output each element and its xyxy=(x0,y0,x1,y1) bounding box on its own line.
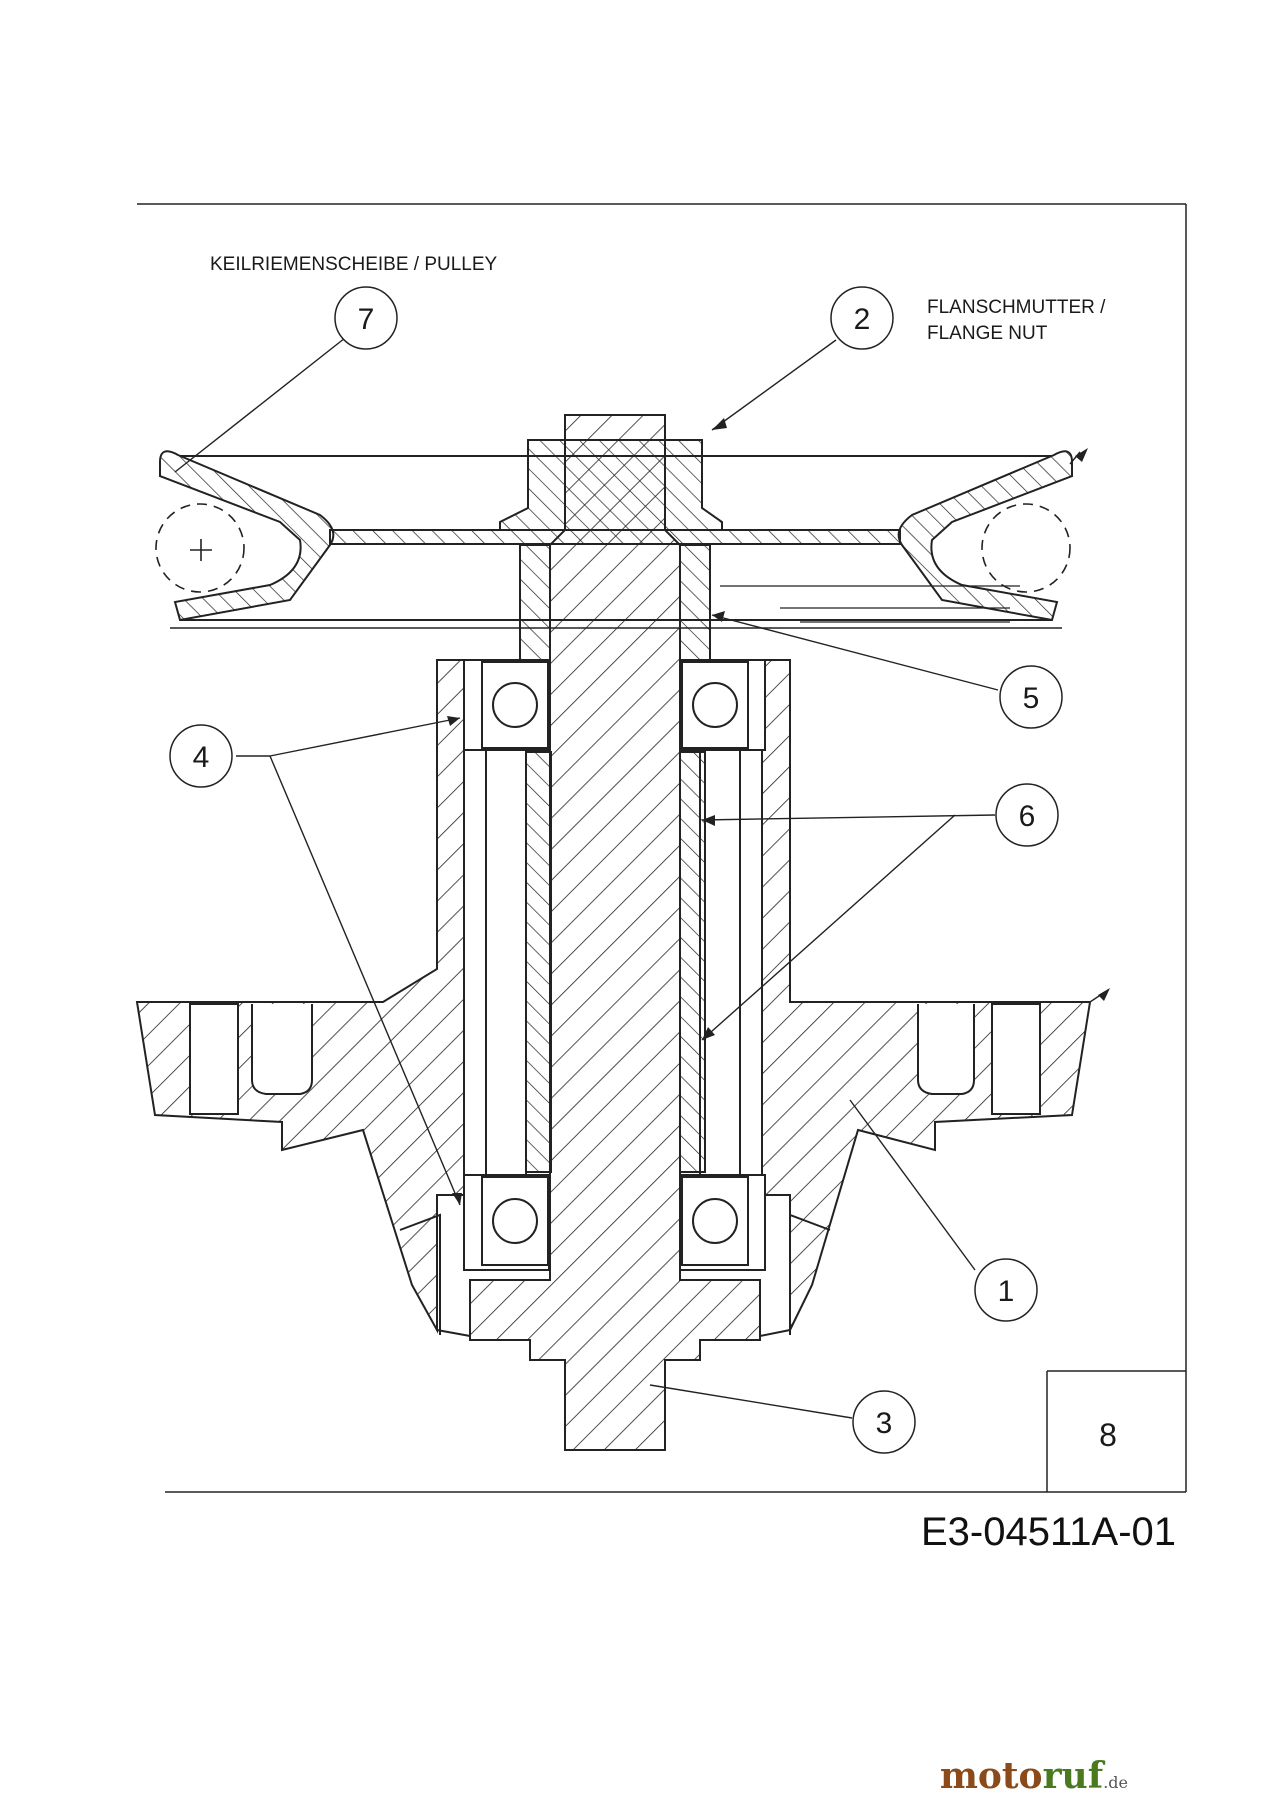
drawing-code: E3-04511A-01 xyxy=(921,1510,1176,1554)
flange-nut-label-line2: FLANGE NUT xyxy=(927,323,1048,344)
motoruf-logo: motoruf.de xyxy=(940,1755,1128,1797)
callout-2: 2 xyxy=(830,286,894,350)
callout-4: 4 xyxy=(169,724,233,788)
callout-1: 1 xyxy=(974,1258,1038,1322)
svg-text:4: 4 xyxy=(193,741,210,774)
svg-text:6: 6 xyxy=(1019,800,1036,833)
drawing-frame xyxy=(137,203,1187,1493)
svg-text:5: 5 xyxy=(1023,682,1040,715)
callout-5: 5 xyxy=(999,665,1063,729)
spacer-tubes xyxy=(525,751,706,1173)
page-number-box xyxy=(1046,1370,1186,1492)
callout-7: 7 xyxy=(334,286,398,350)
callout-3: 3 xyxy=(852,1390,916,1454)
svg-text:1: 1 xyxy=(998,1275,1015,1308)
housing-skirt xyxy=(399,1213,831,1337)
flange-nut-label-line1: FLANSCHMUTTER / xyxy=(927,297,1106,318)
callout-6: 6 xyxy=(995,783,1059,847)
svg-text:3: 3 xyxy=(876,1407,893,1440)
leader-lines xyxy=(174,337,1106,1419)
page-number: 8 xyxy=(1099,1417,1117,1453)
svg-text:2: 2 xyxy=(854,303,871,336)
spindle-shaft xyxy=(469,414,761,1451)
hub-sleeve xyxy=(519,544,711,661)
pulley-label: KEILRIEMENSCHEIBE / PULLEY xyxy=(210,254,498,275)
svg-text:motoruf.de: motoruf.de xyxy=(940,1755,1128,1797)
bearings xyxy=(481,661,749,1266)
leader-arrowheads xyxy=(447,418,1110,1205)
svg-text:7: 7 xyxy=(358,303,375,336)
